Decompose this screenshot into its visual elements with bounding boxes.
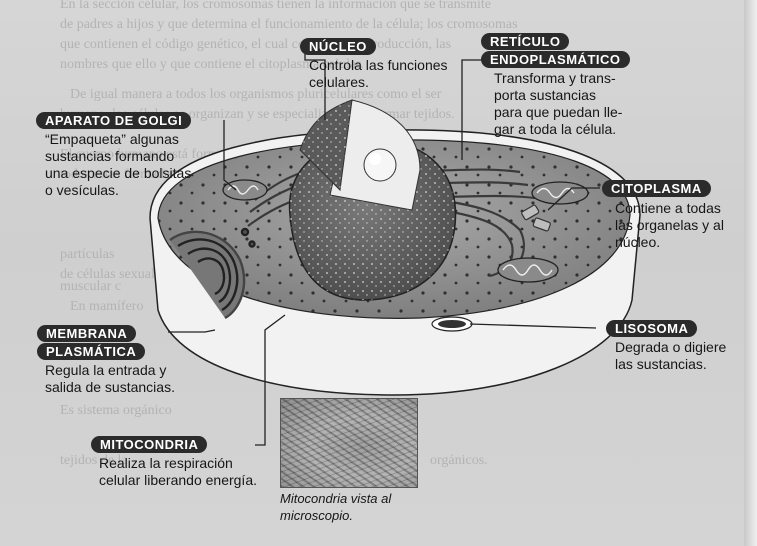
caption-line: microscopio. — [280, 507, 391, 524]
microscope-caption: Mitocondria vista al microscopio. — [280, 490, 391, 524]
desc-line: una especie de bolsitas — [45, 165, 191, 182]
desc-line: celular liberando energía. — [99, 472, 257, 489]
reticulo-description: Transforma y trans- porta sustancias par… — [494, 70, 622, 138]
reticulo-label-line1: RETÍCULO — [481, 33, 569, 50]
lysosome-shape — [432, 317, 472, 331]
desc-line: Degrada o digiere — [615, 339, 726, 356]
desc-line: Contiene a todas — [615, 200, 724, 217]
lisosoma-label: LISOSOMA — [606, 320, 697, 337]
desc-line: Controla las funciones — [309, 57, 448, 74]
membrana-description: Regula la entrada y salida de sustancias… — [45, 362, 175, 396]
desc-line: núcleo. — [615, 234, 724, 251]
nucleo-description: Controla las funciones celulares. — [309, 57, 448, 91]
desc-line: o vesículas. — [45, 182, 191, 199]
page-edge — [744, 0, 757, 546]
desc-line: “Empaqueta” algunas — [45, 131, 191, 148]
desc-line: celulares. — [309, 74, 448, 91]
lisosoma-description: Degrada o digiere las sustancias. — [615, 339, 726, 373]
desc-line: salida de sustancias. — [45, 379, 175, 396]
membrana-label-line1: MEMBRANA — [37, 325, 136, 342]
desc-line: las sustancias. — [615, 356, 726, 373]
nucleo-label: NÚCLEO — [300, 38, 376, 55]
citoplasma-description: Contiene a todas las organelas y al núcl… — [615, 200, 724, 251]
desc-line: porta sustancias — [494, 87, 622, 104]
golgi-description: “Empaqueta” algunas sustancias formando … — [45, 131, 191, 199]
desc-line: para que puedan lle- — [494, 104, 622, 121]
microscope-photo — [280, 398, 418, 488]
mitocondria-label: MITOCONDRIA — [91, 436, 207, 453]
membrana-label-line2: PLASMÁTICA — [37, 343, 145, 360]
golgi-label: APARATO DE GOLGI — [36, 112, 191, 129]
desc-line: Transforma y trans- — [494, 70, 622, 87]
caption-line: Mitocondria vista al — [280, 490, 391, 507]
reticulo-label-line2: ENDOPLASMÁTICO — [481, 51, 630, 68]
desc-line: sustancias formando — [45, 148, 191, 165]
desc-line: Regula la entrada y — [45, 362, 175, 379]
desc-line: Realiza la respiración — [99, 455, 257, 472]
citoplasma-label: CITOPLASMA — [602, 180, 711, 197]
desc-line: gar a toda la célula. — [494, 121, 622, 138]
desc-line: las organelas y al — [615, 217, 724, 234]
mitocondria-description: Realiza la respiración celular liberando… — [99, 455, 257, 489]
